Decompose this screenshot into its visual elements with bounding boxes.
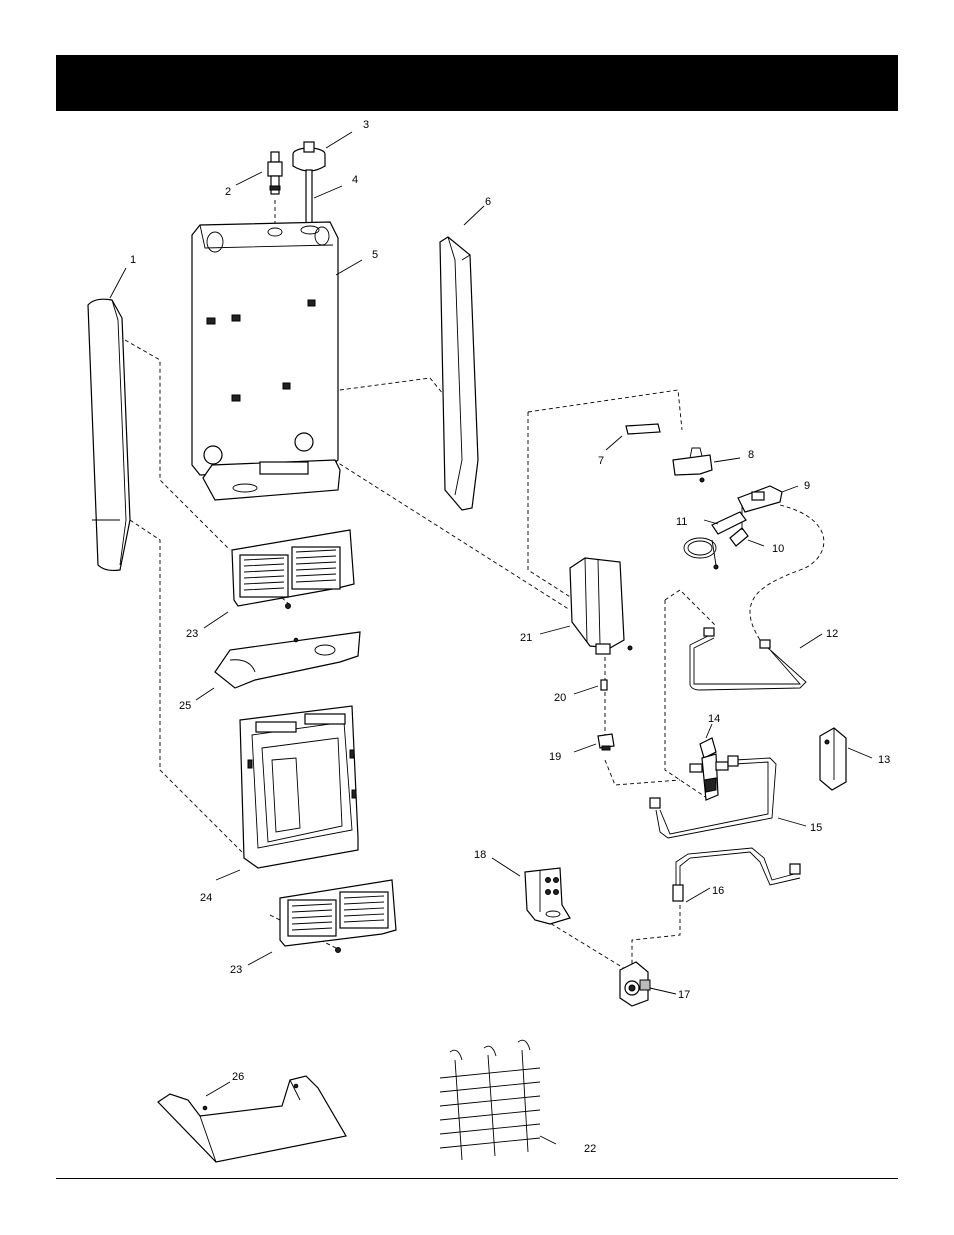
part-11-thermocouple-lead [683,511,747,570]
callout-24: 24 [200,892,212,904]
callout-11: 11 [676,516,687,528]
callout-18: 18 [474,849,486,861]
part-22-wire-guard [439,1039,541,1161]
callout-16: 16 [712,885,724,897]
footer-rule [56,1178,898,1179]
callout-20: 20 [554,692,566,704]
callout-12: 12 [826,628,838,640]
callout-22: 22 [584,1143,596,1155]
part-1-left-side-panel [87,298,131,572]
callout-17: 17 [678,989,690,1001]
callout-23-lower: 23 [230,964,242,976]
part-20-orifice [600,679,608,691]
part-18-valve-bracket [524,867,571,925]
part-16-tube [672,847,801,902]
part-17-gas-valve [619,961,651,1007]
callout-labels: 1 2 3 4 5 6 7 8 9 10 11 12 13 14 15 16 1… [130,119,890,1155]
callout-4: 4 [352,174,358,186]
leader-lines [109,131,873,1145]
callout-7: 7 [598,455,604,467]
part-23-lower-grille [279,879,397,953]
part-19-fitting [597,733,615,751]
callout-14: 14 [708,713,720,725]
callout-6: 6 [485,196,491,208]
part-13-bracket [819,727,847,791]
callout-21: 21 [520,632,532,644]
callout-10: 10 [772,543,784,555]
part-15-tube [649,755,777,839]
header-bar [56,55,898,111]
part-23-upper-grille [231,529,355,609]
part-6-right-side-panel [439,236,479,511]
callout-26: 26 [232,1071,244,1083]
part-14-tee-fitting [689,737,729,801]
part-21-burner [569,557,633,655]
part-5-back-panel [191,221,341,501]
callout-9: 9 [804,480,810,492]
callout-23-upper: 23 [186,628,198,640]
callout-3: 3 [363,119,369,131]
callout-5: 5 [372,249,378,261]
part-2-electrode [267,151,283,195]
callout-15: 15 [810,822,822,834]
callout-13: 13 [878,754,890,766]
callout-1: 1 [130,254,136,266]
part-8-bracket [672,447,713,483]
part-12-pilot-tube [689,627,807,691]
part-24-combustion-chamber [239,705,359,869]
part-25-heat-shield [214,631,361,689]
callout-2: 2 [225,186,231,198]
part-26-base [157,1075,347,1163]
callout-8: 8 [748,449,754,461]
part-7-plate [625,423,661,435]
part-9-pilot-assembly [737,485,783,513]
part-3-knob [292,141,326,172]
callout-25: 25 [179,700,191,712]
callout-19: 19 [549,751,561,763]
